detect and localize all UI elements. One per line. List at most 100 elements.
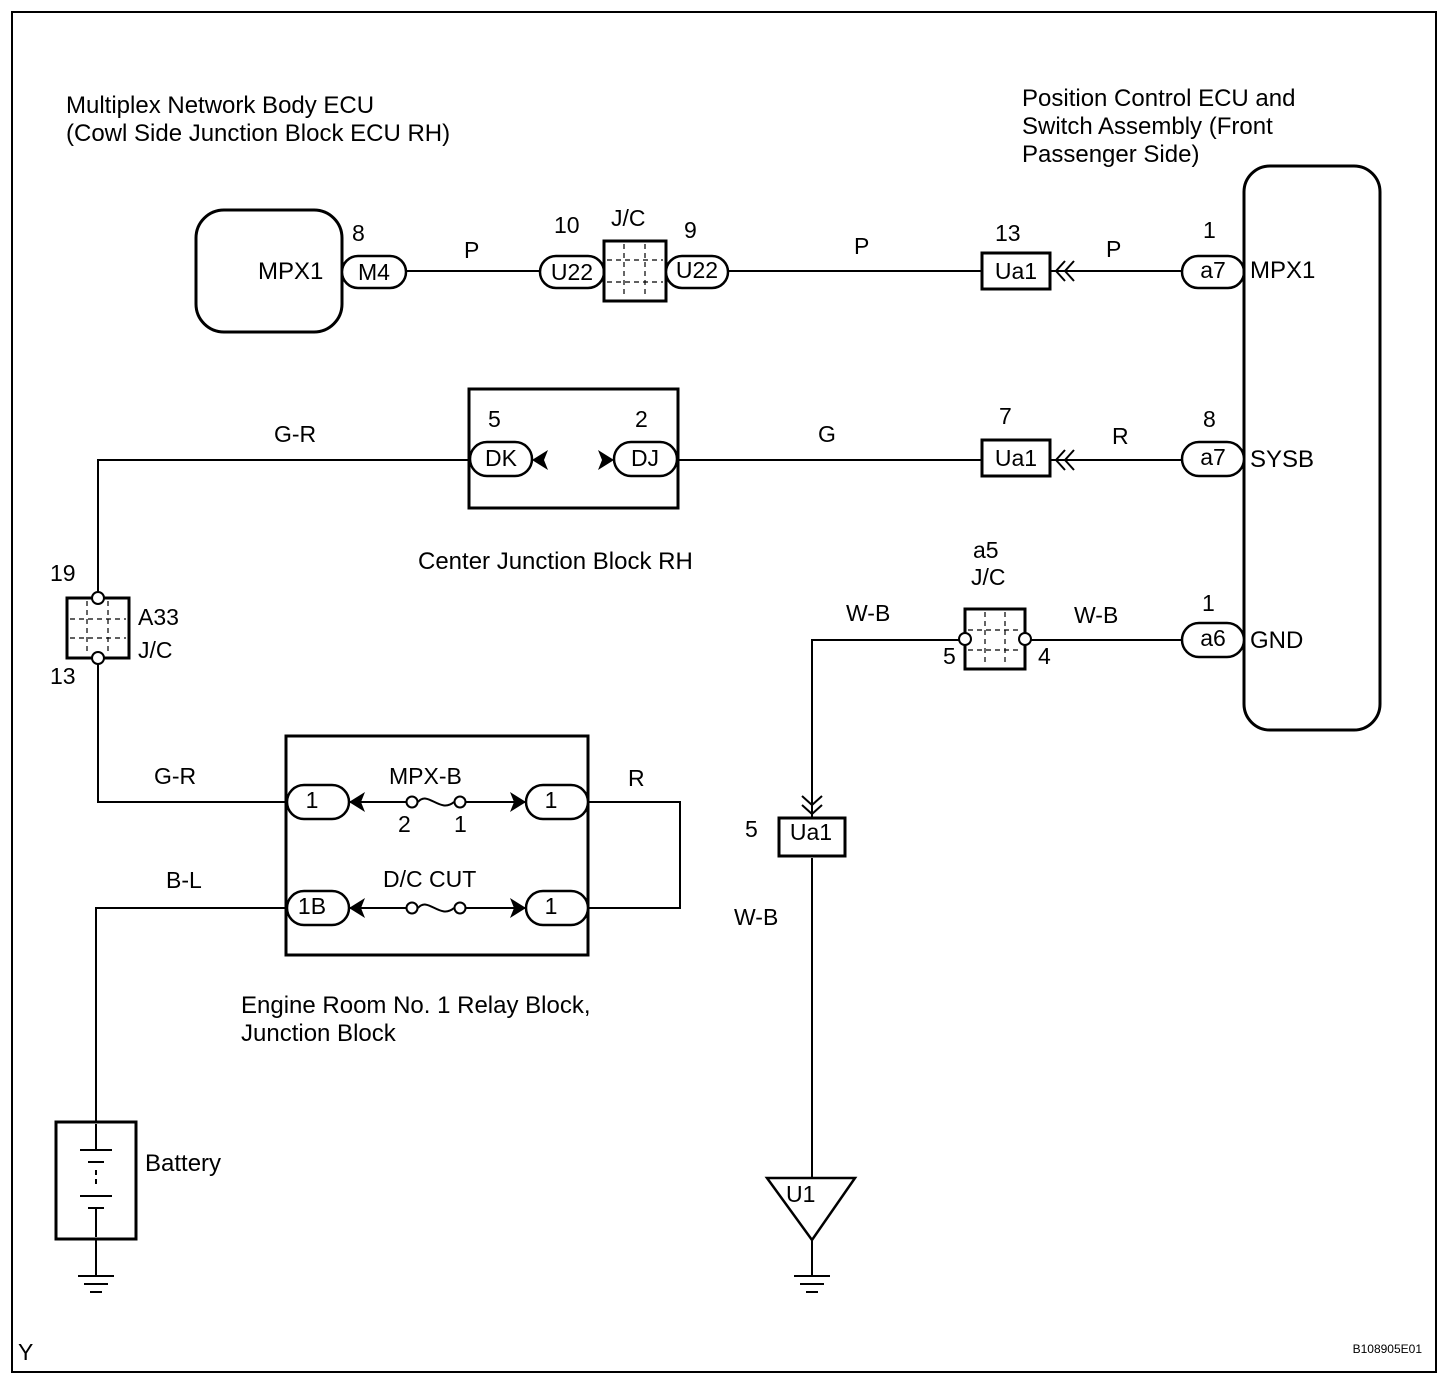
- ua1-low-connector: [777, 816, 847, 858]
- diagram-code: B108905E01: [1353, 1342, 1423, 1356]
- wire-color-p2: P: [854, 233, 869, 259]
- dc-cut-fuse-terminal-left: [405, 901, 419, 915]
- a6-connector: [1180, 621, 1246, 659]
- er-1-left-label: 1: [306, 787, 319, 813]
- u1-label: U1: [786, 1181, 815, 1207]
- er-1b-label: 1B: [298, 893, 326, 919]
- ua1-top-connector: [980, 251, 1052, 291]
- u22-left-label: U22: [551, 259, 593, 285]
- a7-top-label: a7: [1200, 257, 1226, 283]
- fuse-right-pin: 1: [454, 811, 467, 837]
- ua1-low-chevron-1: [801, 795, 823, 807]
- ua1-mid-connector: [980, 438, 1052, 478]
- mpx-b-fuse-label: MPX-B: [389, 763, 462, 789]
- a5-left-pin: 5: [943, 643, 956, 669]
- er-1-right-label: 1: [545, 787, 558, 813]
- ua1-mid-label: Ua1: [995, 445, 1037, 471]
- ua1-top-chevron-2: [1063, 260, 1075, 282]
- a33-label: A33: [138, 604, 179, 630]
- mpx-b-fuse-icon: [417, 797, 455, 807]
- ua1-top-chevron-1: [1054, 260, 1066, 282]
- body-ecu-label-2: (Cowl Side Junction Block ECU RH): [66, 120, 450, 147]
- a5-jc-label: J/C: [971, 564, 1006, 590]
- ua1-low-pin: 5: [745, 816, 758, 842]
- m4-connector: [340, 254, 408, 290]
- ecu-mpx1-terminal: MPX1: [1250, 257, 1315, 284]
- er-connector-1-bottom: [524, 889, 590, 927]
- a5-jc-block: [963, 607, 1027, 671]
- wire-color-gr-top: G-R: [274, 421, 316, 447]
- wire-color-r-mid: R: [1112, 423, 1129, 449]
- ua1-mid-pin: 7: [999, 403, 1012, 429]
- dc-cut-fuse-terminal-right: [453, 901, 467, 915]
- m4-connector-label: M4: [358, 259, 390, 285]
- wire-color-gr-low: G-R: [154, 763, 196, 789]
- a33-bottom-pin: 13: [50, 663, 76, 689]
- dj-connector: [612, 440, 679, 478]
- fuse-left-pin: 2: [398, 811, 411, 837]
- ecu-gnd-terminal: GND: [1250, 627, 1303, 654]
- a7-top-pin: 1: [1203, 217, 1216, 243]
- battery-label: Battery: [145, 1150, 221, 1177]
- a33-top-pin: 19: [50, 560, 76, 586]
- ua1-mid-chevron-2: [1063, 449, 1075, 471]
- a33-top-terminal: [91, 591, 105, 605]
- body-mpx1-terminal: MPX1: [258, 258, 323, 285]
- jc-top-block: [602, 239, 668, 303]
- ua1-low-label: Ua1: [790, 819, 832, 845]
- dc-cut-fuse-label: D/C CUT: [383, 866, 476, 892]
- a7-mid-label: a7: [1200, 444, 1226, 470]
- a6-pin: 1: [1202, 590, 1215, 616]
- battery-ground-icon: [78, 1275, 114, 1293]
- er-row2-right-arrow: [510, 898, 526, 918]
- a7-mid-pin: 8: [1203, 406, 1216, 432]
- a5-label: a5: [973, 537, 999, 563]
- ground-symbol-icon: [794, 1275, 830, 1293]
- pos-ecu-label-2: Switch Assembly (Front: [1022, 113, 1273, 140]
- battery-icon: [80, 1124, 112, 1237]
- dk-label: DK: [485, 445, 518, 471]
- a5-right-terminal: [1018, 632, 1032, 646]
- wire-color-wb-right: W-B: [1074, 602, 1118, 628]
- wire-color-bl: B-L: [166, 867, 202, 893]
- wire-color-p1: P: [464, 237, 479, 263]
- u1-ground-point: [764, 1176, 858, 1243]
- wire-color-g: G: [818, 421, 836, 447]
- wire-color-wb-down: W-B: [734, 904, 778, 930]
- u22-left-pin: 10: [554, 212, 580, 238]
- er-row1-right-arrow: [510, 792, 526, 812]
- mpx-b-fuse-terminal-left: [405, 795, 419, 809]
- engine-rb-label-1: Engine Room No. 1 Relay Block,: [241, 992, 591, 1019]
- a33-bottom-terminal: [91, 651, 105, 665]
- pos-ecu-box: [1242, 164, 1382, 732]
- engine-rb-label-2: Junction Block: [241, 1020, 397, 1047]
- dj-label: DJ: [631, 445, 659, 471]
- ua1-top-pin: 13: [995, 220, 1021, 246]
- u22-right-label: U22: [676, 257, 718, 283]
- dk-arrow: [532, 450, 548, 470]
- wires: [95, 270, 1182, 1275]
- center-jb-label: Center Junction Block RH: [418, 548, 693, 575]
- a33-jc-label: J/C: [138, 637, 173, 663]
- ecu-sysb-terminal: SYSB: [1250, 446, 1314, 473]
- ua1-top-label: Ua1: [995, 258, 1037, 284]
- a5-right-pin: 4: [1038, 643, 1051, 669]
- dk-pin: 5: [488, 406, 501, 432]
- wire-color-p3: P: [1106, 236, 1121, 262]
- er-1-bottom-label: 1: [545, 893, 558, 919]
- u22-connector-right: [664, 254, 730, 290]
- a7-mid-connector: [1180, 440, 1246, 478]
- corner-letter: Y: [18, 1339, 33, 1365]
- er-connector-1-right: [524, 783, 590, 821]
- a33-jc-block: [65, 596, 131, 660]
- ua1-mid-chevron-1: [1054, 449, 1066, 471]
- a6-label: a6: [1200, 625, 1226, 651]
- body-ecu-label-1: Multiplex Network Body ECU: [66, 92, 374, 119]
- wire-color-wb-left: W-B: [846, 600, 890, 626]
- ua1-low-chevron-2: [801, 804, 823, 816]
- a5-left-terminal: [958, 632, 972, 646]
- dj-arrow: [598, 450, 614, 470]
- wire-color-r-low: R: [628, 765, 645, 791]
- jc-top-label: J/C: [611, 205, 646, 231]
